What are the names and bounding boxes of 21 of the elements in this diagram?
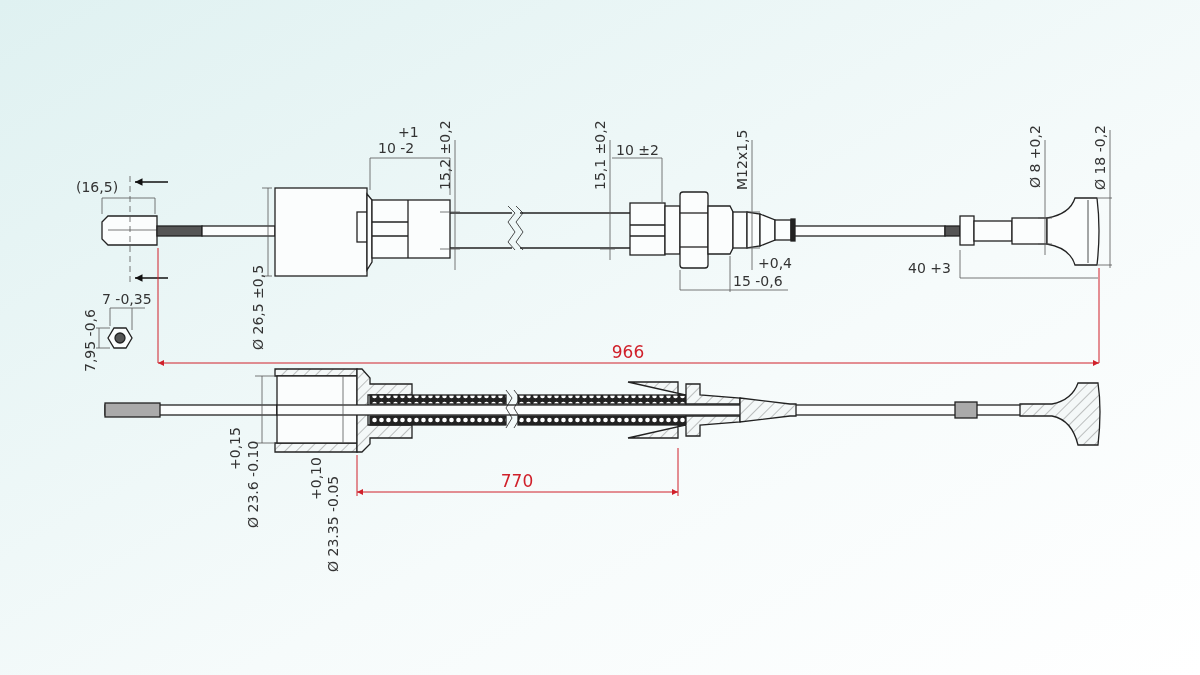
dimension-label: Ø 26,5 ±0,5 — [250, 264, 266, 350]
dimension-label: Ø 18 -0,2 — [1092, 125, 1108, 191]
dimension-label: 966 — [611, 342, 645, 362]
dimension-label: 770 — [500, 471, 534, 491]
dimension-label: +0,15 — [227, 427, 243, 470]
dimension-label: Ø 23.35 -0.05 — [325, 475, 341, 572]
dimension-label: 7,95 -0,6 — [82, 309, 98, 372]
dimension-label: (16,5) — [76, 179, 119, 195]
dimension-label: 10 -2 — [378, 140, 415, 156]
dimension-label: M12x1,5 — [734, 129, 750, 190]
dimension-label: +0,10 — [308, 457, 324, 500]
dimension-label: +0,4 — [758, 255, 792, 271]
dimension-label: 10 ±2 — [616, 142, 659, 158]
dimension-label: +1 — [398, 124, 419, 140]
dimension-label: Ø 8 +0,2 — [1027, 125, 1043, 188]
dimension-label: Ø 23.6 -0.10 — [245, 440, 261, 528]
dimension-label: 15 -0,6 — [733, 273, 783, 289]
dimension-label: 7 -0,35 — [102, 291, 152, 307]
dimension-label: 15,1 ±0,2 — [592, 120, 608, 190]
dimension-label: 40 +3 — [908, 260, 951, 276]
dimension-label: 15,2 ±0,2 — [437, 120, 453, 190]
